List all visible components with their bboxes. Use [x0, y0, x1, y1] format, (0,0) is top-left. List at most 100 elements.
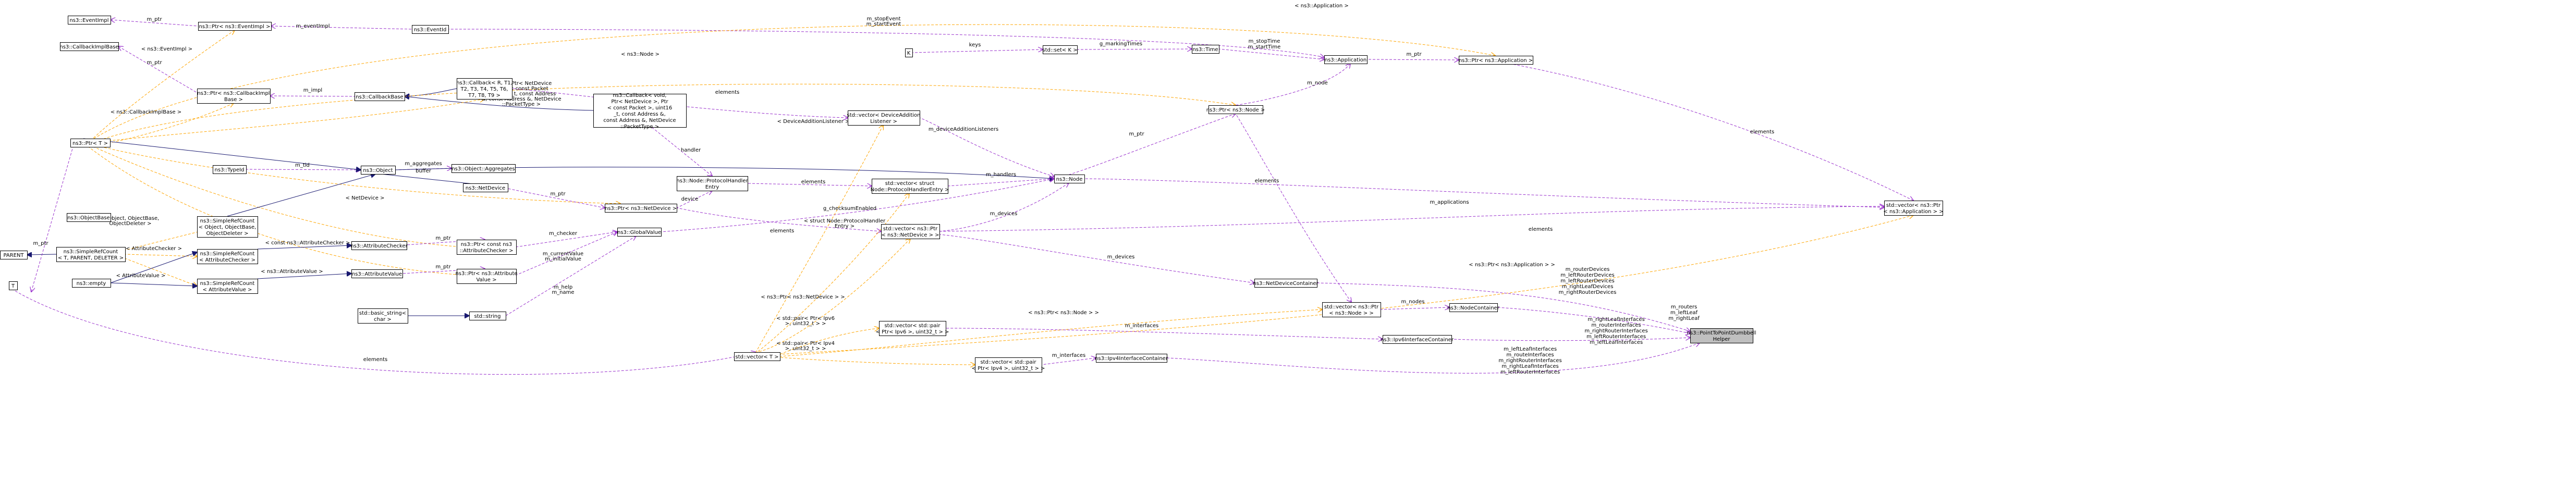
- class-label: Value >: [476, 277, 496, 283]
- class-node-attributechecker[interactable]: ns3::AttributeChecker: [350, 241, 408, 250]
- class-node-callback_void[interactable]: ns3::Callback< void,Ptr< NetDevice >, Pt…: [593, 93, 687, 130]
- class-node-set_k[interactable]: std::set< K >: [1042, 45, 1078, 54]
- edge-label: m_leftLeafInterfaces: [1504, 346, 1557, 352]
- edge-template-e50: [756, 193, 909, 353]
- class-node-eventid[interactable]: ns3::EventId: [412, 25, 449, 34]
- edge-usage-e40: [661, 179, 1054, 232]
- class-node-vec_ptr_application[interactable]: std::vector< ns3::Ptr< ns3::Application …: [1883, 201, 1944, 216]
- edge-label: m_help: [554, 284, 572, 290]
- class-node-eventimpl[interactable]: ns3::EventImpl: [68, 16, 111, 24]
- class-node-netdevice[interactable]: ns3::NetDevice: [463, 183, 508, 192]
- class-node-objectaggregates[interactable]: ns3::Object::Aggregates: [451, 164, 516, 173]
- edge-template-e12: [109, 99, 484, 141]
- class-node-nodecontainer[interactable]: ns3::NodeContainer: [1447, 303, 1500, 312]
- class-node-globalvalue[interactable]: ns3::GlobalValue: [617, 228, 662, 237]
- edge-label: m_leftRouterDevices: [1560, 272, 1615, 278]
- class-box: [68, 16, 111, 24]
- class-node-application[interactable]: ns3::Application: [1324, 55, 1368, 64]
- class-node-objectbase[interactable]: ns3::ObjectBase: [67, 213, 111, 222]
- edge-label: m_routerInterfaces: [1591, 322, 1641, 328]
- edge-label: ObjectDeleter >: [109, 221, 151, 227]
- class-label: _t, const Address &,: [613, 111, 666, 117]
- edge-template-e19: [93, 146, 485, 248]
- class-node-ptr_attrvalue[interactable]: ns3::Ptr< ns3::AttributeValue >: [455, 269, 518, 284]
- class-node-ptr_node[interactable]: ns3::Ptr< ns3::Node >: [1206, 105, 1265, 114]
- class-node-ptr_application[interactable]: ns3::Ptr< ns3::Application >: [1459, 56, 1533, 65]
- class-node-object[interactable]: ns3::Object: [361, 166, 396, 175]
- class-node-time[interactable]: ns3::Time: [1192, 45, 1219, 54]
- class-node-ptr_netdevice[interactable]: ns3::Ptr< ns3::NetDevice >: [605, 204, 677, 213]
- class-box: [70, 139, 111, 147]
- edge-label: m_rightRouterInterfaces: [1498, 358, 1561, 364]
- edge-usage-e64: [939, 206, 1884, 232]
- edge-usage-e1: [111, 20, 199, 27]
- edge-solid-e6: [405, 88, 457, 96]
- edge-label: m_rightLeaf: [1668, 316, 1700, 321]
- edge-label: < ns3::Ptr< ns3::Node > >: [1028, 310, 1099, 316]
- class-node-parent[interactable]: PARENT: [0, 251, 28, 259]
- class-node-basic_string[interactable]: std::basic_string<char >: [358, 308, 408, 324]
- edge-label: m_name: [552, 290, 574, 295]
- class-box: [617, 228, 662, 237]
- class-box: [1383, 335, 1452, 344]
- class-node-vector_t[interactable]: std::vector< T >: [734, 352, 780, 361]
- edge-solid-e7: [405, 96, 594, 111]
- class-node-srcount_t[interactable]: ns3::SimpleRefCount< T, PARENT, DELETER …: [56, 247, 126, 262]
- class-node-callbackbase[interactable]: ns3::CallbackBase: [355, 92, 405, 101]
- class-box: [905, 48, 913, 57]
- class-node-srcount_object[interactable]: ns3::SimpleRefCount< Object, ObjectBase,…: [197, 216, 258, 238]
- class-node-t[interactable]: T: [9, 281, 18, 290]
- class-node-attributevalue[interactable]: ns3::AttributeValue: [351, 269, 403, 278]
- class-label: ns3::CallbackImplBase: [59, 44, 118, 50]
- class-node-ptr_eventimpl[interactable]: ns3::Ptr< ns3::EventImpl >: [198, 22, 272, 31]
- class-node-ptr_t[interactable]: ns3::Ptr< T >: [70, 139, 111, 147]
- edge-usage-e38: [651, 127, 712, 176]
- class-label: < ns3::NetDevice > >: [881, 232, 939, 238]
- edge-usage-e65: [939, 234, 1254, 283]
- class-label: ns3::NetDeviceContainer: [1253, 281, 1318, 287]
- class-node-vec_ptr_netdevice[interactable]: std::vector< ns3::Ptr< ns3::NetDevice > …: [881, 224, 940, 239]
- edge-label: < AttributeValue >: [116, 273, 166, 279]
- class-label: ns3::CallbackBase: [356, 94, 403, 100]
- class-label: ns3::Ptr< ns3::CallbackImpl: [197, 91, 270, 96]
- class-node-ipv6interfacecontainer[interactable]: ns3::Ipv6InterfaceContainer: [1381, 335, 1454, 344]
- class-box: [605, 204, 677, 213]
- class-node-node[interactable]: ns3::Node: [1054, 175, 1085, 183]
- class-node-srcount_value[interactable]: ns3::SimpleRefCount< AttributeValue >: [197, 279, 258, 294]
- class-node-k[interactable]: K: [905, 48, 913, 57]
- edge-label: m_startEvent: [866, 21, 901, 27]
- class-node-vec_pair2[interactable]: std::vector< std::pair< Ptr< Ipv4 >, uin…: [972, 357, 1045, 373]
- edge-label: < std::pair< Ptr< Ipv6: [776, 316, 835, 321]
- class-label: std::vector< T >: [735, 354, 778, 360]
- class-label: ns3::NetDevice: [466, 185, 505, 191]
- class-node-srcount_checker[interactable]: ns3::SimpleRefCount< AttributeChecker >: [197, 249, 258, 264]
- class-node-netdevicecontainer[interactable]: ns3::NetDeviceContainer: [1253, 279, 1319, 288]
- edge-label: m_rightLeafInterfaces: [1588, 317, 1644, 322]
- edge-solid-e21: [257, 245, 351, 250]
- class-label: < ns3::Node > >: [1329, 311, 1373, 316]
- edge-usage-e62: [1069, 114, 1236, 175]
- edge-template-e8: [92, 30, 235, 139]
- class-label: ns3::Application: [1325, 57, 1367, 63]
- class-node-devaddlistener[interactable]: std::vector< DeviceAdditionListener >: [847, 110, 921, 126]
- class-node-callbackimplbase[interactable]: ns3::CallbackImplBase: [59, 42, 119, 51]
- class-node-protocolhandlerentry[interactable]: ns3::Node::ProtocolHandlerEntry: [676, 176, 748, 191]
- class-node-empty[interactable]: ns3::empty: [72, 279, 111, 288]
- edge-template-e53: [779, 357, 975, 365]
- class-label: ns3::Ipv6InterfaceContainer: [1381, 337, 1454, 343]
- edge-label: < AttributeChecker >: [126, 246, 182, 252]
- class-node-ipv4interfacecontainer[interactable]: ns3::Ipv4InterfaceContainer: [1095, 354, 1168, 363]
- class-node-vec_pair1[interactable]: std::vector< std::pair< Ptr< Ipv6 >, uin…: [876, 321, 949, 336]
- class-box: [1884, 201, 1943, 216]
- class-node-ptr_callbackimplbase[interactable]: ns3::Ptr< ns3::CallbackImplBase >: [197, 89, 271, 104]
- class-box: [72, 279, 111, 288]
- class-node-vec_protohandler[interactable]: std::vector< structNode::ProtocolHandler…: [871, 179, 949, 194]
- class-node-ptr_const_checker[interactable]: ns3::Ptr< const ns3::AttributeChecker >: [457, 240, 517, 255]
- class-node-std_string[interactable]: std::string: [469, 312, 506, 320]
- class-node-typeid[interactable]: ns3::TypeId: [213, 165, 247, 174]
- class-box: [1208, 105, 1263, 114]
- class-node-vec_ptr_node[interactable]: std::vector< ns3::Ptr< ns3::Node > >: [1322, 302, 1381, 317]
- class-node-callback_t[interactable]: ns3::Callback< R, T1,T2, T3, T4, T5, T6,…: [456, 78, 512, 100]
- class-label: std::vector< std::pair: [980, 359, 1036, 365]
